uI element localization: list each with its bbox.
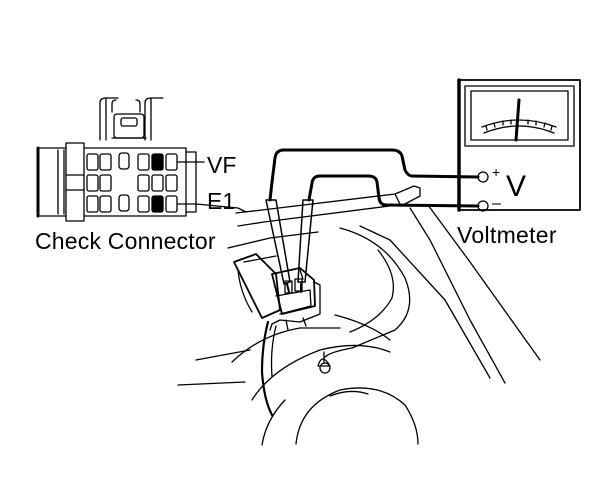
plus-sign: + [492, 164, 501, 180]
test-leads [268, 148, 480, 208]
test-probes [265, 199, 314, 293]
vf-terminal [151, 153, 164, 171]
voltmeter [457, 78, 581, 212]
voltmeter-label: Voltmeter [457, 222, 557, 248]
harness-connector [233, 253, 321, 331]
engine-bay [177, 185, 541, 446]
meter-needle [514, 98, 521, 142]
e1-terminal [151, 195, 164, 213]
check-connector-label: Check Connector [35, 228, 216, 254]
minus-sign: – [492, 195, 501, 212]
connector-terminals [86, 152, 178, 213]
e1-leader [177, 203, 247, 213]
e1-label: E1 [207, 188, 236, 214]
meter-symbol: V [506, 170, 527, 203]
check-connector [36, 97, 247, 222]
vf-label: VF [207, 152, 237, 178]
